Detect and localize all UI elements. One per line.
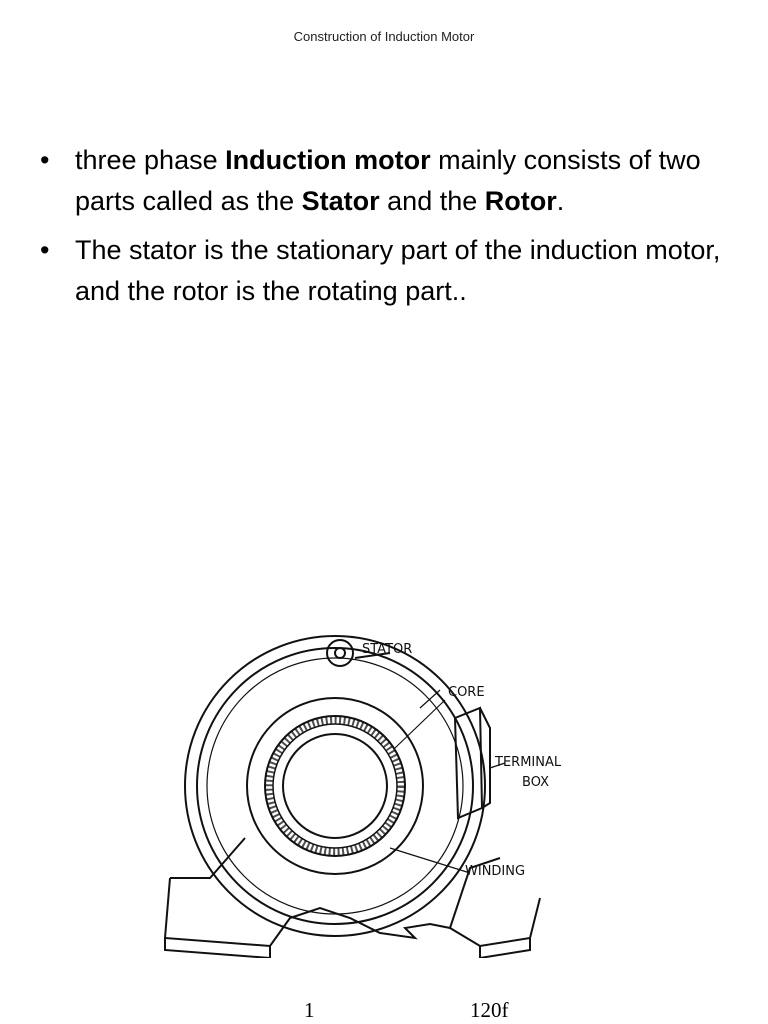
bullet-item-2: • The stator is the stationary part of t… — [40, 230, 740, 312]
stator-core — [246, 697, 424, 875]
bold-term: Induction motor — [225, 145, 431, 175]
bullet-list: • three phase Induction motor mainly con… — [40, 140, 740, 320]
bullet-text: three phase Induction motor mainly consi… — [75, 145, 701, 216]
text-segment: mainly consists of two parts called as t… — [75, 145, 701, 216]
formula-numerator-right: 120f — [470, 998, 509, 1022]
label-stator: STATOR — [362, 642, 412, 657]
page-title: Construction of Induction Motor — [293, 29, 475, 44]
bold-term: Rotor — [484, 186, 557, 216]
bullet-dot: • — [40, 145, 50, 175]
text-segment: . — [556, 186, 565, 216]
bullet-item-1: • three phase Induction motor mainly con… — [40, 140, 740, 222]
bullet-dot: • — [40, 235, 50, 265]
text-segment: three phase — [75, 145, 226, 175]
winding-hatch — [265, 716, 405, 856]
stator-frame-outer — [184, 635, 486, 937]
label-winding: WINDING — [465, 864, 525, 879]
rotor-bore — [282, 733, 388, 839]
label-box: BOX — [522, 775, 549, 790]
bullet-text: The stator is the stationary part of the… — [75, 235, 720, 306]
formula-numerator-left: 1 — [304, 998, 315, 1022]
text-segment: The stator is the stationary part of the… — [75, 235, 721, 306]
induction-motor-diagram: STATOR CORE TERMINAL BOX WINDING — [163, 635, 562, 958]
label-terminal: TERMINAL — [494, 755, 562, 770]
motor-base — [163, 877, 541, 948]
label-core: CORE — [448, 685, 485, 700]
bold-term: Stator — [301, 186, 380, 216]
text-segment: and the — [379, 186, 485, 216]
lifting-eye — [326, 639, 354, 667]
